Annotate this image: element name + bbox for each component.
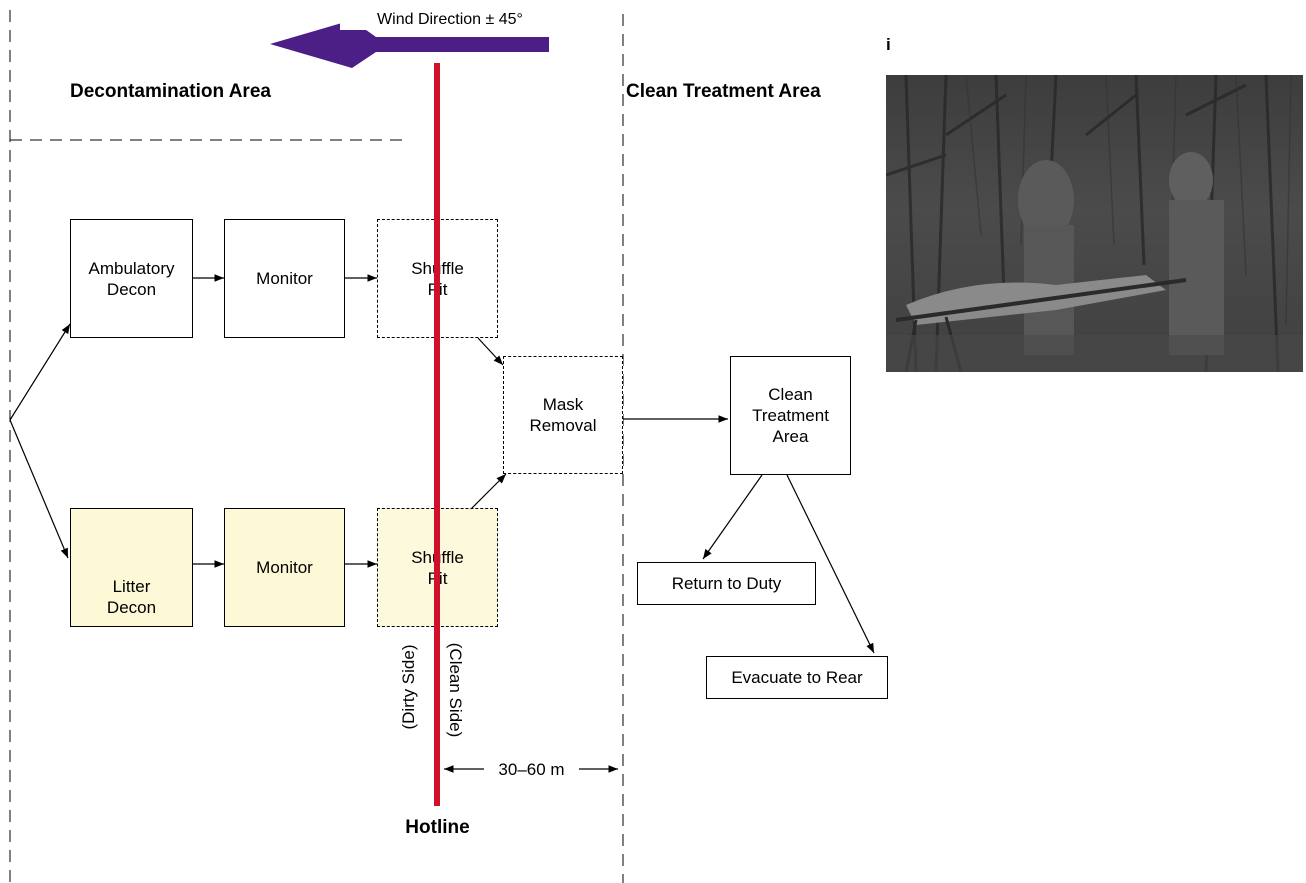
- arrow-clean-to-return: [702, 474, 763, 560]
- arrow-shufflepit-bottom-to-mask: [469, 473, 507, 511]
- monitor-bottom-box: Monitor: [224, 508, 345, 627]
- decontamination-photo: [886, 75, 1303, 372]
- arrow-entry-to-litter: [9, 419, 69, 559]
- clean-side-label: (Clean Side): [446, 642, 465, 738]
- hotline-overlay: [434, 63, 440, 806]
- clean-treatment-area-box: Clean Treatment Area: [730, 356, 851, 475]
- distance-label: 30–60 m: [498, 760, 565, 779]
- flow-arrows: [9, 274, 875, 773]
- area-boundaries: [9, 10, 624, 883]
- litter-decon-label: Litter Decon: [106, 577, 157, 617]
- dirty-side-label: (Dirty Side): [399, 644, 418, 730]
- arrow-clean-to-evacuate: [786, 474, 875, 654]
- decontamination-area-title: Decontamination Area: [70, 81, 271, 102]
- wind-direction-arrow: [270, 20, 549, 68]
- evacuate-to-rear-box: Evacuate to Rear: [706, 656, 888, 699]
- arrow-shufflepit-top-to-mask: [477, 337, 504, 366]
- ambulatory-decon-box: Ambulatory Decon: [70, 219, 193, 338]
- photo-label: i: [886, 35, 891, 54]
- mask-removal-box: Mask Removal: [503, 356, 623, 474]
- litter-decon-box: Litter Decon: [70, 508, 193, 627]
- arrow-entry-to-ambulatory: [9, 323, 71, 421]
- clean-treatment-area-title: Clean Treatment Area: [626, 81, 821, 102]
- wind-direction-label: Wind Direction ± 45°: [340, 9, 560, 30]
- return-to-duty-box: Return to Duty: [637, 562, 816, 605]
- monitor-top-box: Monitor: [224, 219, 345, 338]
- hotline-label: Hotline: [405, 817, 470, 838]
